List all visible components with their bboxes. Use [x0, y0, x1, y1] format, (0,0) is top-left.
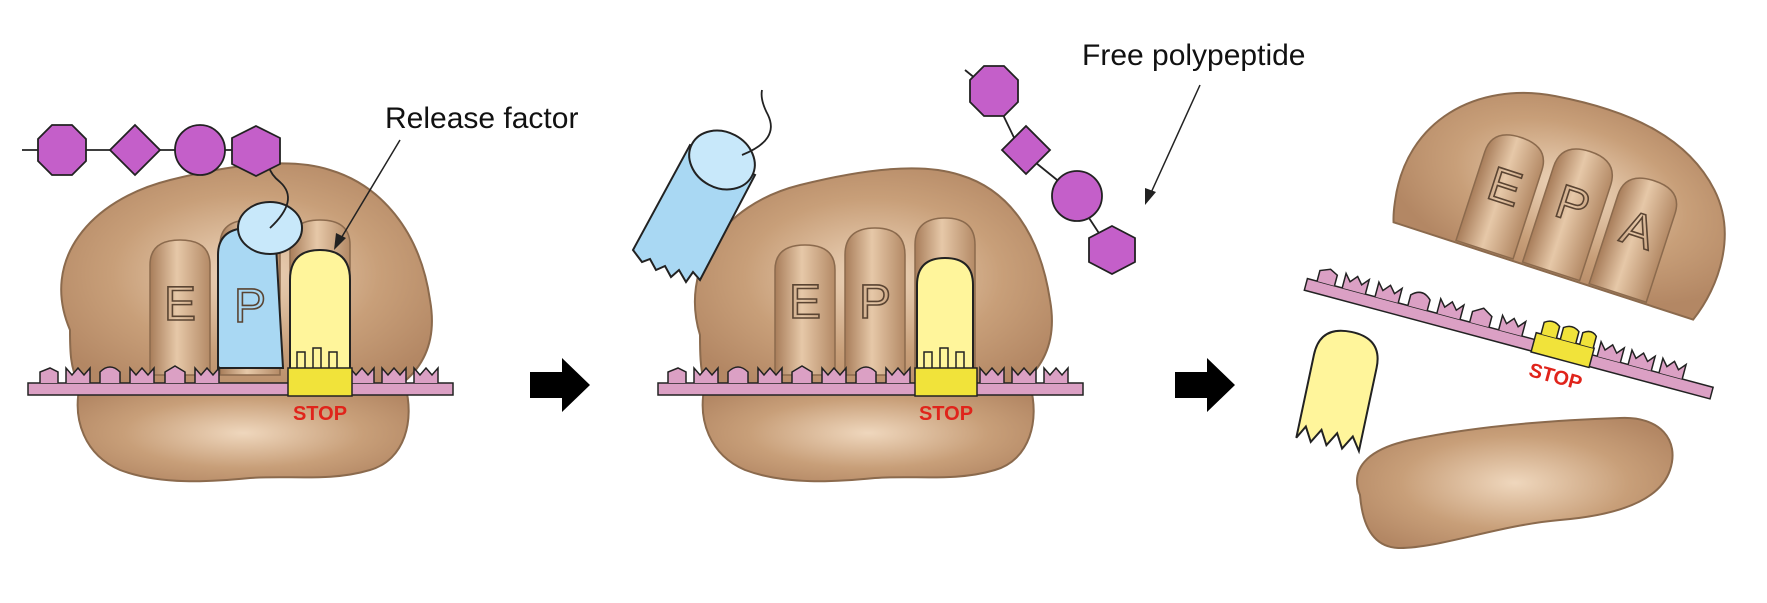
ribosome-small-subunit: [76, 384, 410, 483]
release-factor-teeth: [923, 347, 965, 372]
release-factor-label: Release factor: [385, 102, 578, 135]
ribosome-e-slot: [149, 239, 211, 376]
diamond-amino-acid-icon: [1000, 124, 1052, 176]
release-factor-teeth: [296, 347, 338, 372]
panel-1-termination-start: E P STOP Release factor: [22, 102, 578, 483]
circle-amino-acid-icon: [174, 124, 226, 176]
stop-codon: [287, 367, 353, 397]
ribosome-p-slot: [1521, 148, 1614, 282]
polypeptide-chain-panel-1: [22, 123, 281, 178]
process-arrow-icon: [1175, 358, 1235, 412]
stop-label-panel-3: STOP: [1526, 359, 1584, 394]
ribosome-e-slot: [774, 244, 836, 376]
free-polypeptide-pointer: [1149, 84, 1201, 196]
site-label-e: E: [164, 278, 196, 331]
free-polypeptide-pointer-head: [1145, 188, 1156, 205]
octagon-amino-acid-icon: [37, 124, 87, 176]
diamond-amino-acid-icon: [108, 123, 162, 177]
ribosome-p-slot: [844, 227, 906, 376]
release-factor-pointer-head: [334, 233, 346, 250]
stop-label-panel-2: STOP: [919, 403, 973, 425]
released-release-factor: [1295, 329, 1379, 455]
release-factor: [289, 248, 351, 373]
ribosome-small-subunit: [701, 384, 1035, 483]
released-trna: [631, 89, 772, 284]
release-factor: [916, 256, 974, 373]
site-label-p: P: [859, 276, 891, 329]
circle-amino-acid-icon: [1051, 170, 1103, 222]
stop-codon: [914, 367, 978, 397]
free-polypeptide-label: Free polypeptide: [1082, 39, 1305, 72]
hexagon-amino-acid-icon: [1088, 224, 1136, 276]
polypeptide-chain-panel-2: [964, 65, 1136, 276]
site-label-e: E: [789, 276, 821, 329]
ribosome-e-slot: [1455, 134, 1545, 260]
panel-2-peptide-release: E P STOP Free polypeptide: [631, 39, 1305, 483]
site-label-p: P: [234, 280, 266, 333]
octagon-amino-acid-icon: [969, 65, 1019, 117]
hexagon-amino-acid-icon: [231, 124, 281, 178]
release-factor-pointer: [339, 139, 401, 241]
process-arrow-icon: [530, 358, 590, 412]
panel-3-ribosome-dissociation: E P A STOP: [1295, 91, 1726, 550]
stop-label-panel-1: STOP: [293, 403, 347, 425]
ribosome-a-slot: [1588, 177, 1678, 304]
ribosome-small-subunit: [1356, 416, 1674, 550]
